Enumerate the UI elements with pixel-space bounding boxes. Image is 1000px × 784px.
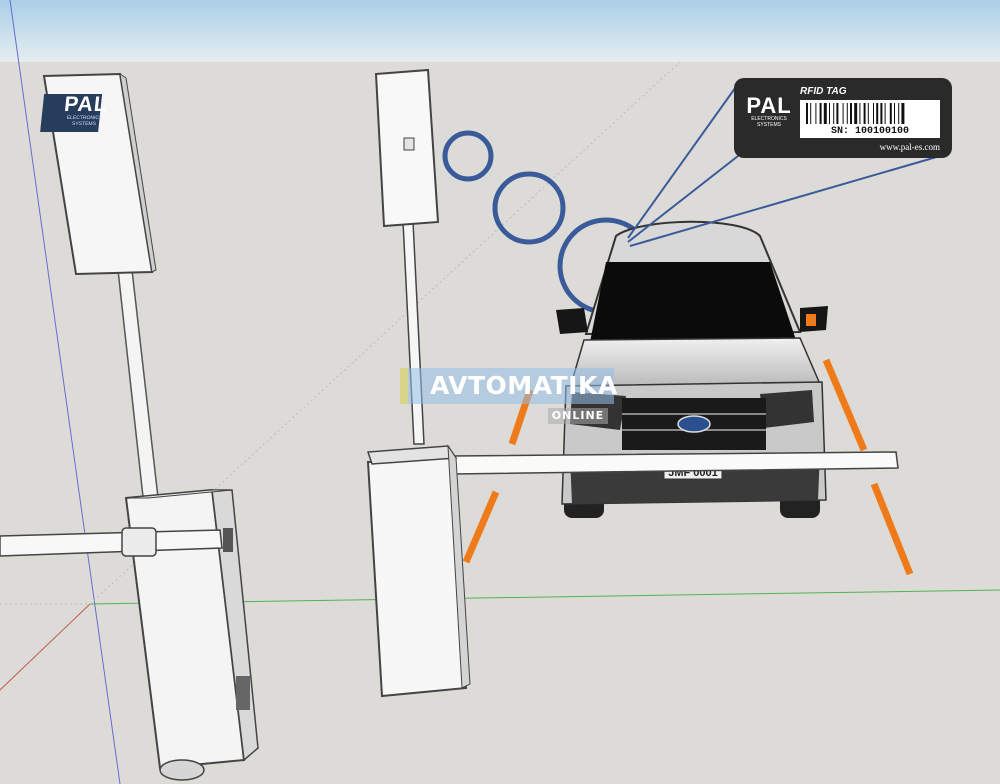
rfid-tag-serial: SN: 100100100	[800, 126, 940, 137]
barcode-bar	[854, 103, 858, 124]
tag-pointer-line	[627, 155, 739, 243]
car-badge	[677, 415, 711, 433]
barcode-bar	[846, 103, 848, 124]
rfid-tag-barcode	[806, 103, 905, 124]
barcode-bar	[836, 103, 839, 124]
barcode-bar	[894, 103, 895, 124]
barcode-bar	[815, 103, 817, 124]
rfid-tag-brand-sub1: ELECTRONICS	[751, 116, 787, 122]
lane-marker	[822, 358, 868, 452]
barcode-bar	[873, 103, 874, 124]
barcode-bar	[842, 103, 844, 124]
tag-pointer-line	[627, 83, 739, 239]
left-sign-logo-plate	[40, 94, 103, 132]
rfid-wave-small	[442, 130, 494, 182]
rfid-tag-title: RFID TAG	[800, 86, 847, 97]
left-sign-brand: PAL	[63, 93, 109, 116]
barcode-bar	[833, 103, 835, 124]
car-side-indicator	[806, 314, 816, 326]
sky	[0, 0, 1000, 62]
left-cabinet-keypad-bottom	[236, 676, 250, 710]
lane-marker	[462, 490, 500, 564]
barcode-bar	[898, 103, 900, 124]
rfid-reader-bracket	[403, 137, 415, 151]
barcode-bar	[829, 103, 830, 124]
barcode-bar	[876, 103, 879, 124]
watermark-sub-text: ONLINE	[548, 408, 608, 424]
barcode-bar	[810, 103, 812, 124]
rfid-tag-brand-sub2: SYSTEMS	[757, 122, 781, 128]
barcode-bar	[859, 103, 861, 124]
barcode-bar	[880, 103, 883, 124]
tag-pointer-line	[629, 155, 941, 247]
left-pole-base	[159, 759, 205, 781]
car-mirror-left	[556, 308, 588, 334]
dotted-guide	[89, 61, 681, 605]
left-cabinet-keypad-top	[223, 528, 233, 552]
car-headlight-right	[760, 390, 814, 428]
barcode-bar	[884, 103, 886, 124]
rfid-tag-website: www.pal-es.com	[879, 142, 940, 152]
rfid-tag-brand: PAL	[746, 93, 792, 118]
center-barrier-cabinet-side	[447, 444, 471, 689]
left-sign-logo: PAL ELECTRONICS SYSTEMS	[54, 93, 116, 133]
left-sign-brand-sub2: SYSTEMS	[71, 121, 97, 127]
car-windshield	[590, 262, 796, 342]
rfid-wave-medium	[492, 171, 566, 245]
barcode-bar	[850, 103, 852, 124]
left-barrier-cabinet-top	[125, 489, 233, 499]
watermark-logo: AVTOMATIKA ONLINE	[400, 368, 617, 424]
watermark-main-text: AVTOMATIKA	[430, 371, 618, 400]
barcode-bar	[867, 103, 869, 124]
barcode-bar	[863, 103, 866, 124]
left-boom-hinge	[121, 527, 157, 557]
barcode-bar	[819, 103, 822, 124]
barcode-bar	[901, 103, 905, 124]
barcode-bar	[806, 103, 808, 124]
rfid-tag-logo: PAL ELECTRONICS SYSTEMS	[744, 93, 794, 129]
barcode-bar	[889, 103, 892, 124]
barcode-bar	[823, 103, 827, 124]
axis-red-line	[0, 603, 91, 691]
lane-marker	[870, 482, 914, 576]
left-sign-board-edge	[119, 72, 157, 273]
rfid-tag-logo-plate	[744, 92, 794, 136]
axis-blue-line	[9, 0, 121, 784]
